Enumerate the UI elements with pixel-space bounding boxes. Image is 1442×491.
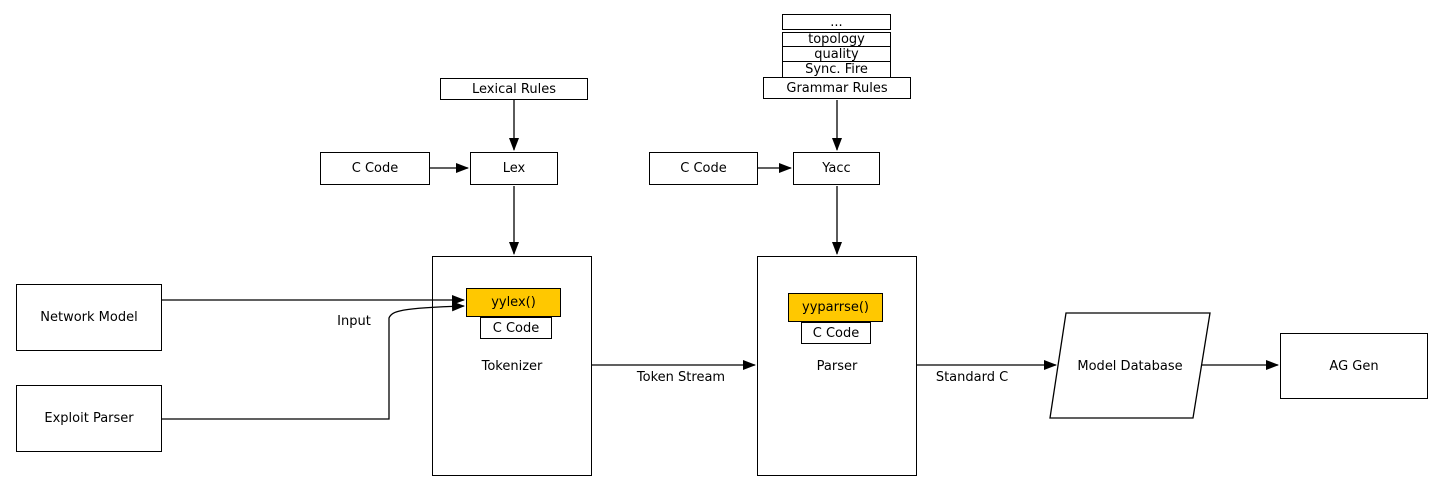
node-yyparrse-function: yyparrse(): [788, 293, 883, 322]
node-parser-c-code: C Code: [801, 322, 871, 344]
node-lex: Lex: [470, 152, 558, 185]
node-stack-ellipsis: ...: [782, 14, 891, 30]
edge-label-token-stream: Token Stream: [636, 369, 726, 385]
node-exploit-parser: Exploit Parser: [16, 385, 162, 452]
edge-label-input: Input: [337, 313, 371, 329]
model-database-label: Model Database: [1077, 358, 1183, 374]
node-c-code-lex: C Code: [320, 152, 430, 185]
node-yacc: Yacc: [793, 152, 880, 185]
node-lexical-rules: Lexical Rules: [440, 78, 588, 100]
node-stack-sync-fire: Sync. Fire: [782, 61, 891, 78]
node-grammar-rules: Grammar Rules: [763, 77, 911, 99]
node-parser: [757, 256, 917, 476]
node-ag-gen: AG Gen: [1280, 333, 1428, 399]
node-tokenizer-c-code: C Code: [480, 317, 552, 339]
edge-label-standard-c: Standard C: [935, 369, 1009, 385]
node-network-model: Network Model: [16, 284, 162, 351]
arrow-exploit-parser-to-yylex: [162, 301, 465, 420]
tokenizer-label: Tokenizer: [481, 358, 543, 374]
node-yylex-function: yylex(): [466, 288, 561, 317]
parser-label: Parser: [816, 358, 858, 374]
node-c-code-yacc: C Code: [649, 152, 758, 185]
node-stack-quality: quality: [782, 46, 891, 62]
node-stack-topology: topology: [782, 32, 891, 47]
